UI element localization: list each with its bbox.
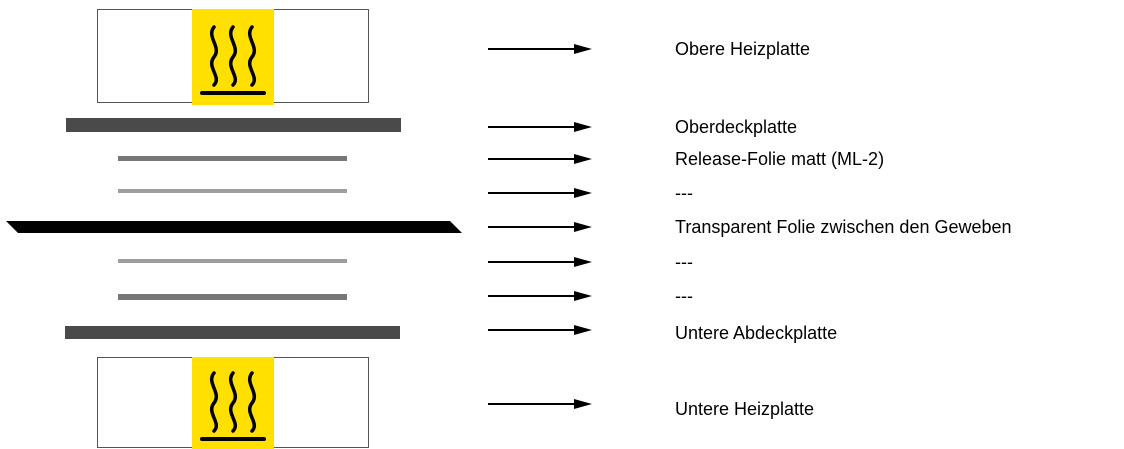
top-heating-plate	[97, 9, 369, 105]
label-film-lower: ---	[675, 252, 693, 272]
arrow-right-icon	[488, 222, 592, 232]
bottom-heating-plate	[97, 357, 369, 449]
release-film-lower	[118, 294, 347, 300]
film-layer-lower	[118, 259, 347, 263]
release-film-matt	[118, 156, 347, 161]
transparent-film-between-fabrics	[6, 221, 462, 233]
label-release-film-lower: ---	[675, 286, 693, 306]
arrow-right-icon	[488, 325, 592, 335]
arrow-right-icon	[488, 291, 592, 301]
arrow-right-icon	[488, 257, 592, 267]
label-lower-cover-plate: Untere Abdeckplatte	[675, 323, 838, 343]
label-upper-cover-plate: Oberdeckplatte	[675, 117, 798, 137]
label-release-film: Release-Folie matt (ML-2)	[675, 149, 885, 169]
film-layer-upper	[118, 189, 347, 193]
label-bottom-heater: Untere Heizplatte	[675, 399, 815, 419]
hot-surface-warning-icon	[192, 357, 274, 449]
arrow-right-icon	[488, 154, 592, 164]
arrow-right-icon	[488, 122, 592, 132]
label-film-upper: ---	[675, 183, 693, 203]
label-transparent-film: Transparent Folie zwischen den Geweben	[675, 217, 1012, 237]
hot-surface-warning-icon	[192, 9, 274, 105]
arrow-right-icon	[488, 44, 592, 54]
arrow-right-icon	[488, 399, 592, 409]
lower-cover-plate	[65, 326, 400, 339]
upper-cover-plate	[66, 118, 401, 132]
arrow-right-icon	[488, 188, 592, 198]
label-top-heater: Obere Heizplatte	[675, 39, 811, 59]
